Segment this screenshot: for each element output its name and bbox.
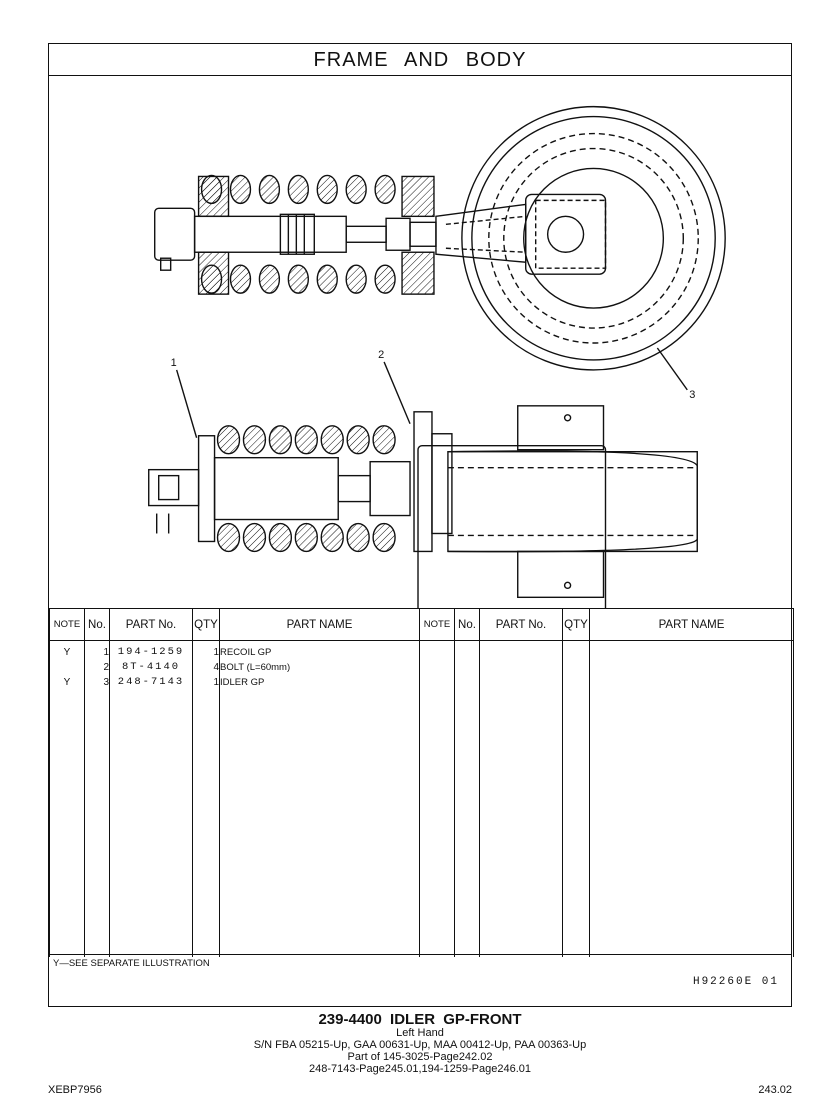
qty-cells: 1 4 1 xyxy=(192,640,220,957)
table-row-2-no: 2 xyxy=(103,662,109,673)
col-part-name-2: PART NAME xyxy=(589,608,794,641)
part-name-cells: RECOIL GP BOLT (L=60mm) IDLER GP xyxy=(219,640,420,957)
col-no: No. xyxy=(84,608,110,641)
parts-table: NOTE No. PART No. QTY PART NAME NOTE No.… xyxy=(49,608,794,957)
note-cells: Y Y xyxy=(49,640,85,957)
caption-sub: Left Hand xyxy=(396,1027,444,1039)
table-row-1-name: RECOIL GP xyxy=(220,647,272,658)
col-note: NOTE xyxy=(49,608,85,641)
caption-pages: 248-7143-Page245.01,194-1259-Page246.01 xyxy=(308,1063,532,1075)
table-row-1-qty: 1 xyxy=(213,647,219,658)
table-row-2-part-no: 8T-4140 xyxy=(121,661,181,673)
qty-cells-2 xyxy=(562,640,590,957)
callout-1: 1 xyxy=(171,357,177,369)
table-header-row: NOTE No. PART No. QTY PART NAME NOTE No.… xyxy=(49,608,794,641)
idler-side-view xyxy=(417,445,607,608)
caption-part-of: Part of 145-3025-Page242.02 xyxy=(347,1051,493,1063)
caption-serials: S/N FBA 05215-Up, GAA 00631-Up, MAA 0041… xyxy=(253,1039,587,1051)
table-row-1-note: Y xyxy=(63,647,71,658)
recoil-spring-top-row xyxy=(200,174,396,294)
note-cells-2 xyxy=(419,640,455,957)
callout-2: 2 xyxy=(378,349,384,361)
table-row-3-part-no: 248-7143 xyxy=(117,676,185,688)
table-row-3-qty: 1 xyxy=(213,677,219,688)
table-body: Y Y 1 2 3 194-1259 8T-4140 248-7143 1 4 xyxy=(49,640,794,957)
table-row-1-part-no: 194-1259 xyxy=(117,646,185,658)
part-name-cells-2 xyxy=(589,640,794,957)
footnote: Y—SEE SEPARATE ILLUSTRATION xyxy=(53,958,210,969)
callout-3: 3 xyxy=(689,389,695,401)
table-row-2-note xyxy=(50,660,84,675)
table-row-3-no: 3 xyxy=(103,677,109,688)
table-row-3-name: IDLER GP xyxy=(220,677,265,688)
recoil-spring-bottom-row xyxy=(216,425,396,553)
col-part-no-2: PART No. xyxy=(479,608,563,641)
col-qty-2: QTY xyxy=(562,608,590,641)
footer-page-no: 243.02 xyxy=(758,1084,792,1096)
col-part-name: PART NAME xyxy=(219,608,420,641)
footer-doc-id: XEBP7956 xyxy=(48,1084,102,1096)
no-cells-2 xyxy=(454,640,480,957)
part-no-cells-2 xyxy=(479,640,563,957)
col-no-2: No. xyxy=(454,608,480,641)
table-row-2-qty: 4 xyxy=(213,662,219,673)
idler-wheel-outer xyxy=(461,105,726,371)
table-row-2-name: BOLT (L=60mm) xyxy=(220,662,291,673)
part-no-cells: 194-1259 8T-4140 248-7143 xyxy=(109,640,193,957)
col-qty: QTY xyxy=(192,608,220,641)
illustration-ref: H92260E 01 xyxy=(692,976,779,988)
footnote-area: Y—SEE SEPARATE ILLUSTRATION xyxy=(49,954,791,969)
caption: 239-4400 IDLER GP-FRONT Left Hand S/N FB… xyxy=(0,1012,840,1075)
page-title: FRAME AND BODY xyxy=(49,44,791,76)
col-part-no: PART No. xyxy=(109,608,193,641)
table-row-1-no: 1 xyxy=(103,647,109,658)
parts-sheet: FRAME AND BODY xyxy=(48,43,794,1007)
exploded-illustration: 1 2 3 xyxy=(49,76,791,608)
col-note-2: NOTE xyxy=(419,608,455,641)
caption-main: 239-4400 IDLER GP-FRONT xyxy=(318,1011,522,1028)
table-row-3-note: Y xyxy=(63,677,71,688)
no-cells: 1 2 3 xyxy=(84,640,110,957)
